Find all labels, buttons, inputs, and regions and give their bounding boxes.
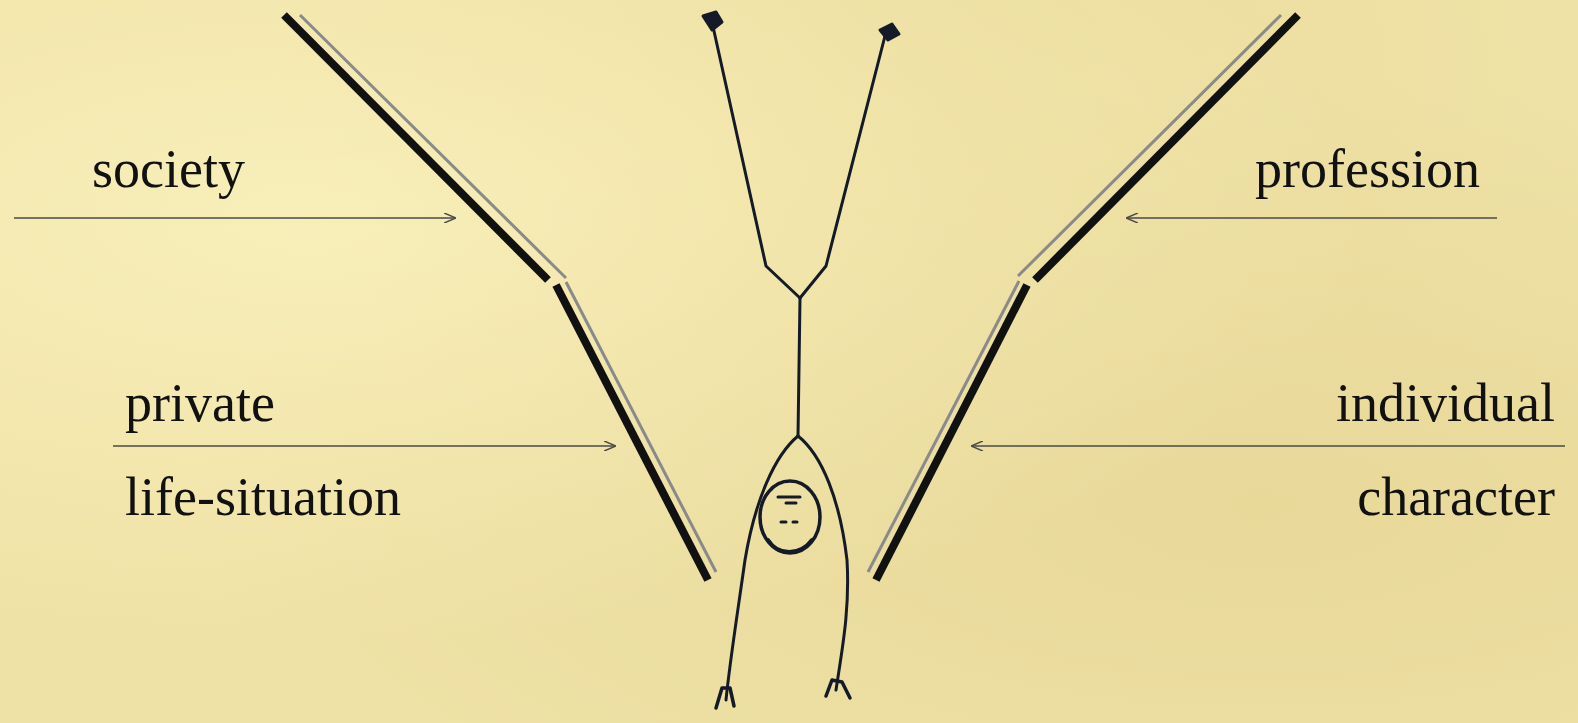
label-text: private life-situation [125, 356, 401, 544]
right-wall [868, 15, 1298, 580]
label-text: society [92, 122, 245, 216]
label-text: profession [1255, 122, 1480, 216]
label-text: individual character [1336, 356, 1555, 544]
handstand-figure [703, 12, 899, 708]
